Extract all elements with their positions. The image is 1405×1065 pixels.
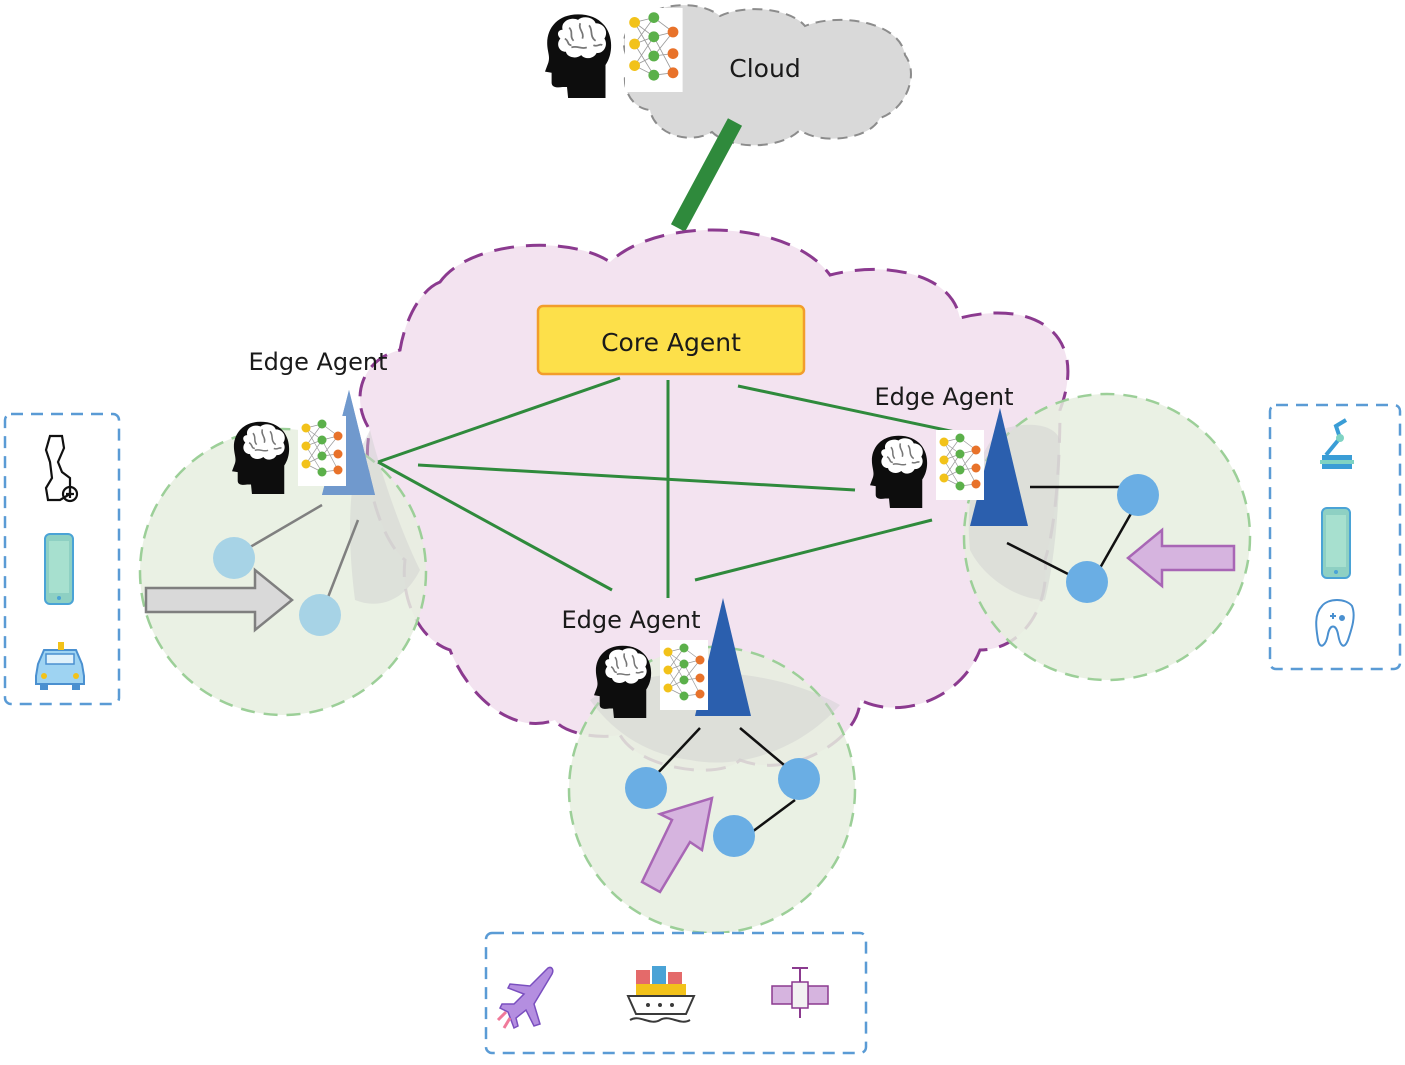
core-agent-label: Core Agent — [601, 328, 741, 357]
edge-cell-right — [962, 392, 1252, 682]
edge-agent-bottom-tower — [695, 598, 751, 716]
core-agent-box — [536, 304, 806, 376]
edge-left-wireless-links — [244, 503, 360, 606]
smartphone-icon — [1321, 507, 1351, 579]
edge-bottom-node — [713, 815, 755, 857]
backhaul-link — [670, 118, 743, 232]
robot-arm-icon — [1320, 418, 1354, 469]
dental-icon — [1315, 599, 1355, 647]
edge-bottom-wireless-links — [654, 727, 796, 834]
edge-right-wireless-links — [1006, 485, 1135, 577]
cargo-ship-icon — [626, 966, 696, 1023]
cloud-ai-icon — [544, 7, 684, 99]
car-icon — [35, 642, 85, 690]
edge-left-node — [213, 537, 255, 579]
edge-right-node — [1066, 561, 1108, 603]
airplane-icon — [496, 966, 554, 1030]
edge-agent-label-right: Edge Agent — [874, 383, 1013, 411]
satellite-icon — [771, 967, 829, 1018]
uplink-arrow-left — [144, 567, 294, 633]
core-links — [377, 376, 956, 598]
edge-agent-label-bottom: Edge Agent — [561, 606, 700, 634]
uplink-arrow-right — [1126, 527, 1236, 589]
overlap-bottom — [590, 672, 840, 763]
edge-cell-left — [138, 427, 428, 717]
edge-bottom-node — [778, 758, 820, 800]
edge-right-node — [1117, 474, 1159, 516]
cloud-label: Cloud — [729, 54, 800, 83]
edge-agent-right-tower — [970, 408, 1028, 526]
uplink-arrow-bottom — [640, 796, 714, 894]
smartphone-icon — [44, 533, 74, 605]
edge-bottom-node — [625, 767, 667, 809]
cloud-shape — [622, 4, 912, 147]
edge-left-node — [299, 594, 341, 636]
edge-agent-label-left: Edge Agent — [248, 348, 387, 376]
connected-vehicle-icon — [44, 434, 79, 503]
